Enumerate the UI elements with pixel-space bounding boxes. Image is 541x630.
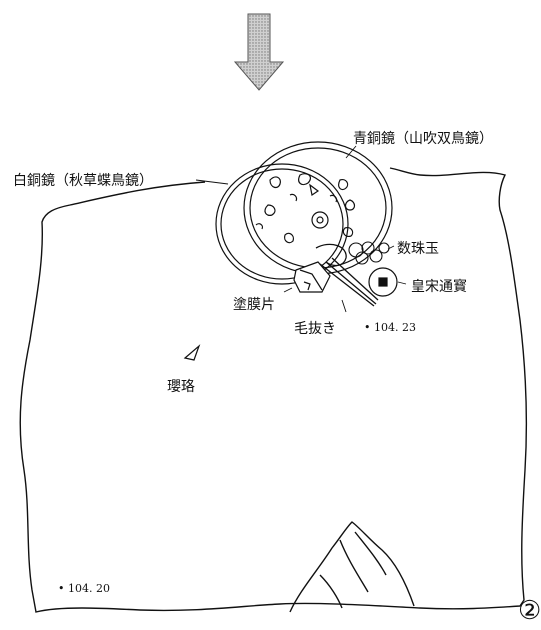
ornament-fragment bbox=[183, 344, 201, 361]
white-bronze-mirror bbox=[215, 163, 349, 285]
label-ornament: 瓔珞 bbox=[167, 379, 195, 395]
elevation-floor: • 104. 20 bbox=[58, 582, 110, 595]
lacquer-fragment bbox=[293, 261, 331, 293]
down-arrow-icon bbox=[233, 13, 285, 91]
leader-lines bbox=[195, 145, 407, 313]
label-lacquer: 塗膜片 bbox=[233, 297, 275, 313]
label-white-mirror: 白銅鏡（秋草蝶鳥鏡） bbox=[13, 173, 153, 189]
pit-outline bbox=[19, 167, 528, 613]
label-tweezers: 毛抜き bbox=[294, 321, 336, 337]
tweezers bbox=[315, 243, 379, 307]
label-coin: 皇宋通寳 bbox=[411, 279, 467, 295]
elevation-tweezers: • 104. 23 bbox=[364, 321, 416, 334]
coin bbox=[368, 267, 398, 297]
prayer-beads bbox=[348, 241, 390, 265]
label-bronze-mirror: 青銅鏡（山吹双鳥鏡） bbox=[353, 131, 493, 147]
figure-number: ② bbox=[518, 596, 541, 626]
label-beads: 数珠玉 bbox=[397, 241, 439, 257]
